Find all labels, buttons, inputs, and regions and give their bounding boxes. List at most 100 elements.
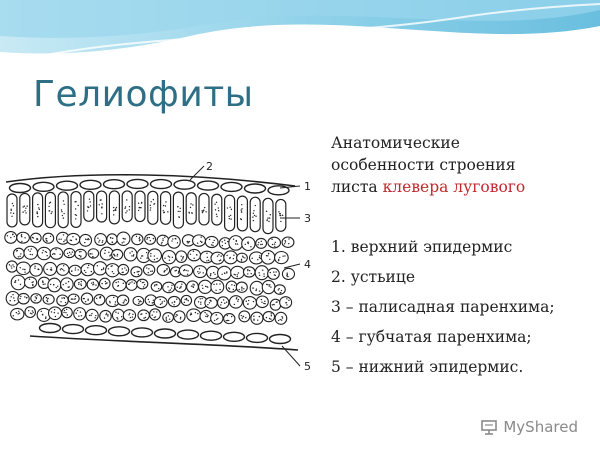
spongy-cell	[131, 233, 144, 246]
spongy-cell	[180, 294, 193, 307]
leader-line	[189, 165, 205, 181]
legend-item: 3 – палисадная паренхима;	[331, 298, 555, 316]
spongy-cell	[73, 307, 87, 321]
spongy-cell	[267, 267, 280, 280]
spongy-cell	[250, 311, 264, 325]
palisade-cell	[198, 192, 210, 226]
spongy-cell	[262, 311, 276, 323]
spongy-cell	[228, 235, 244, 251]
leader-line	[279, 185, 301, 189]
spongy-cell	[267, 236, 282, 249]
legend-list: 1. верхний эпидермис 2. устьице 3 – пали…	[331, 236, 593, 386]
spongy-cell	[15, 261, 31, 276]
spongy-cell	[80, 262, 96, 277]
palisade-cell	[262, 197, 274, 235]
legend-item: 5 – нижний эпидермис.	[331, 358, 524, 376]
lower-epidermis-cell	[107, 326, 131, 337]
watermark: MyShared	[480, 418, 578, 436]
spongy-cell	[281, 267, 296, 281]
spongy-cell	[274, 311, 288, 325]
spongy-cell	[273, 250, 289, 265]
spongy-cell	[156, 263, 171, 277]
spongy-cell	[223, 313, 236, 325]
palisade-cell	[121, 190, 133, 223]
upper-epidermis-cell	[149, 178, 173, 190]
legend-item: 2. устьице	[331, 268, 416, 286]
spongy-cell	[249, 280, 264, 296]
palisade-cell	[236, 195, 248, 232]
spongy-cell	[261, 279, 276, 295]
leader-line	[283, 263, 301, 269]
spongy-cell	[112, 278, 127, 292]
spongy-cell	[167, 235, 181, 249]
spongy-cell	[187, 248, 202, 262]
palisade-cell	[57, 191, 69, 229]
lower-epidermis-cell	[153, 328, 177, 339]
upper-epidermis-cell	[8, 182, 32, 194]
spongy-cell	[153, 296, 168, 309]
spongy-cell	[36, 246, 52, 261]
spongy-cell	[254, 265, 270, 281]
upper-epidermis-cell	[79, 179, 102, 191]
upper-epidermis-cell	[196, 180, 220, 191]
upper-epidermis-cell	[55, 180, 79, 191]
spongy-cell	[79, 233, 93, 247]
upper-epidermis-cell	[243, 183, 267, 194]
upper-epidermis-cell	[102, 179, 126, 190]
spongy-cell	[94, 233, 108, 246]
spongy-cell	[99, 309, 112, 323]
caption-line: особенности строения	[331, 156, 516, 174]
spongy-cell	[93, 294, 106, 306]
spongy-cell	[204, 296, 218, 309]
spongy-cell	[210, 311, 224, 325]
palisade-cell	[6, 193, 18, 228]
spongy-cell	[273, 284, 286, 295]
spongy-cell	[49, 247, 64, 260]
caption-line: Анатомические	[331, 134, 460, 152]
upper-epidermis-cell	[126, 178, 149, 190]
spongy-cell	[56, 294, 69, 307]
spongy-cell	[29, 262, 43, 277]
diagram-label: 2	[206, 160, 213, 173]
spongy-cell	[238, 310, 251, 323]
spongy-cell	[87, 248, 100, 259]
lower-epidermis-cell	[38, 322, 62, 334]
spongy-cell	[92, 261, 108, 276]
lower-epidermis-cell	[176, 329, 200, 340]
spongy-cell	[173, 310, 186, 323]
palisade-cell	[172, 191, 184, 229]
spongy-cell	[43, 261, 58, 276]
spongy-cell	[125, 279, 138, 291]
upper-epidermis-cell	[173, 179, 196, 190]
upper-epidermis-cell	[32, 181, 55, 192]
spongy-cell	[10, 307, 25, 321]
caption-prefix: листа	[331, 178, 383, 196]
spongy-cell	[225, 280, 238, 293]
spongy-cell	[23, 276, 38, 289]
spongy-cell	[116, 294, 130, 307]
lower-epidermis-cell	[61, 323, 85, 335]
spongy-cell	[198, 279, 213, 295]
spongy-cell	[60, 277, 74, 292]
diagram-caption: Анатомические особенности строения листа…	[331, 132, 593, 198]
spongy-cell	[132, 295, 145, 306]
palisade-cell	[83, 190, 95, 222]
slide-title: Гелиофиты	[33, 74, 254, 115]
lower-epidermis-cell	[84, 324, 108, 336]
lower-cuticle-line	[29, 335, 299, 351]
legend-item: 4 – губчатая паренхима;	[331, 328, 532, 346]
spongy-cell	[210, 279, 225, 295]
spongy-cell	[136, 278, 149, 290]
palisade-cell	[147, 190, 159, 225]
spongy-cell	[74, 248, 87, 260]
spongy-cell	[5, 260, 19, 273]
watermark-text: MyShared	[503, 418, 578, 436]
spongy-cell	[162, 312, 174, 323]
spongy-cell	[260, 250, 276, 265]
spongy-cell	[242, 266, 256, 278]
spongy-cell	[192, 234, 207, 247]
diagram-label: 4	[304, 258, 311, 271]
diagram-label: 3	[304, 212, 311, 225]
spongy-cell	[10, 274, 26, 291]
upper-epidermis-cell	[220, 181, 243, 193]
